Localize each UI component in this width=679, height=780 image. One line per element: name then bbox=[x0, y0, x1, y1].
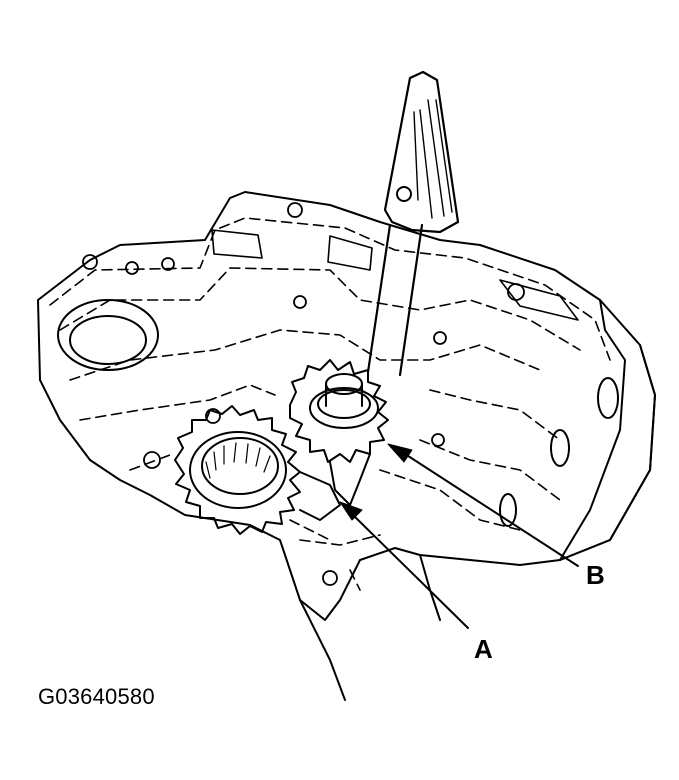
raised-pad-1 bbox=[211, 229, 263, 259]
leader-arrowhead-b bbox=[387, 443, 413, 463]
gear-a-face bbox=[299, 471, 341, 521]
leader-arrowhead-a bbox=[339, 501, 363, 521]
bolt-hole bbox=[287, 202, 303, 218]
gear-a bbox=[174, 405, 341, 535]
gasket-line-4 bbox=[79, 384, 561, 441]
large-bore-inner bbox=[69, 315, 147, 365]
gear-b bbox=[289, 359, 389, 506]
gear-a-bearing-rollers bbox=[205, 442, 271, 479]
gasket-line-6 bbox=[129, 454, 381, 546]
gasket-line-7 bbox=[289, 519, 361, 591]
figure-code: G03640580 bbox=[38, 684, 155, 709]
gear-a-bearing-inner bbox=[201, 437, 279, 495]
gear-b-lower bbox=[329, 453, 371, 506]
gear-a-bearing-outer bbox=[189, 431, 287, 509]
housing-side-face bbox=[559, 299, 656, 561]
tool-shaft bbox=[366, 223, 424, 377]
gasket-line-1 bbox=[49, 217, 611, 361]
raised-pad-2 bbox=[327, 235, 373, 271]
leader-line-a bbox=[351, 513, 469, 629]
gear-b-collar-inner bbox=[317, 389, 371, 419]
gear-a-teeth bbox=[174, 405, 301, 535]
side-opening bbox=[597, 377, 619, 419]
bolt-hole bbox=[82, 254, 98, 270]
gear-b-shaft-top bbox=[325, 373, 363, 395]
side-opening bbox=[499, 493, 517, 527]
housing-outline bbox=[37, 191, 656, 621]
callout-label-a: A bbox=[474, 634, 493, 664]
tool-handle-hole bbox=[396, 186, 412, 202]
bolt-hole bbox=[143, 451, 161, 469]
bolt-hole bbox=[507, 283, 525, 301]
gasket-line-2 bbox=[59, 267, 581, 351]
tool bbox=[366, 70, 460, 377]
raised-pad-3 bbox=[499, 279, 579, 321]
bolt-hole bbox=[322, 570, 338, 586]
leader-line-b bbox=[401, 451, 579, 567]
bolt-hole bbox=[205, 408, 221, 424]
large-bore-outer bbox=[57, 299, 159, 371]
bolt-hole bbox=[125, 261, 139, 275]
gasket-line-5 bbox=[379, 439, 561, 531]
bolt-hole bbox=[431, 433, 445, 447]
tool-handle-grooves bbox=[413, 99, 453, 219]
bolt-hole bbox=[433, 331, 447, 345]
gear-b-teeth bbox=[289, 359, 389, 463]
callout-label-b: B bbox=[586, 560, 605, 590]
bolt-hole bbox=[293, 295, 307, 309]
tool-handle bbox=[383, 70, 460, 234]
bolt-hole bbox=[161, 257, 175, 271]
gasket-line-3 bbox=[69, 329, 541, 381]
housing-lower-edge bbox=[299, 554, 441, 701]
gear-b-collar bbox=[309, 387, 379, 429]
side-opening bbox=[550, 429, 570, 467]
